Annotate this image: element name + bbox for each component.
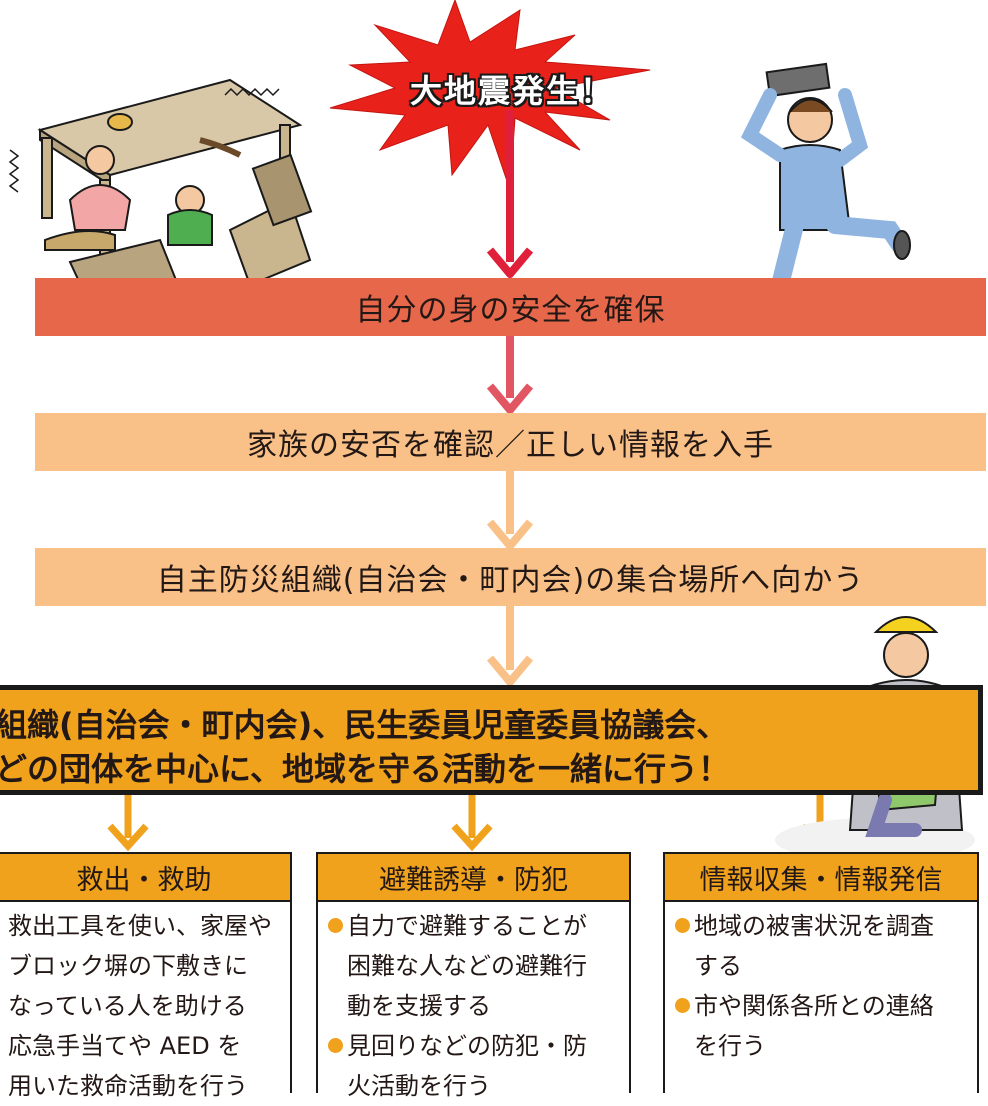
column-evacuation: 避難誘導・防犯 自力で避難することが 困難な人などの避難行 動を支援する 見回り…: [316, 852, 631, 1100]
list-item-line: 用いた救命活動を行う: [8, 1072, 248, 1100]
step-secure-safety-label: 自分の身の安全を確保: [355, 293, 666, 328]
family-under-table-illustration: [8, 78, 313, 307]
list-item: 市や関係各所との連絡 を行う: [675, 986, 971, 1066]
column-rescue: 救出・救助 救出工具を使い、家屋や ブロック塀の下敷きに なっている人を助ける …: [0, 852, 292, 1100]
step-gathering-label: 自主防災組織(自治会・町内会)の集合場所へ向かう: [156, 563, 865, 598]
list-item-line: 市や関係各所との連絡: [694, 992, 934, 1020]
running-businessman-illustration: [740, 62, 911, 301]
list-item: 救出工具を使い、家屋や ブロック塀の下敷きに なっている人を助ける: [8, 906, 284, 1026]
step-confirm-family-label: 家族の安否を確認／正しい情報を入手: [247, 428, 774, 463]
list-item-line: 自力で避難することが: [347, 912, 587, 940]
bullet-icon: [328, 1038, 343, 1053]
list-item: 地域の被害状況を調査 する: [675, 906, 971, 986]
cooperation-line-1: 組織(自治会・町内会)、民生委員児童委員協議会、: [0, 706, 729, 744]
bullet-icon: [328, 918, 343, 933]
column-rescue-body: 救出工具を使い、家屋や ブロック塀の下敷きに なっている人を助ける 応急手当てや…: [0, 902, 290, 1106]
list-item-line: する: [694, 952, 742, 980]
list-item: 見回りなどの防犯・防 火活動を行う: [328, 1026, 623, 1106]
column-evacuation-title: 避難誘導・防犯: [318, 854, 629, 902]
earthquake-alert-label: 大地震発生！: [410, 72, 615, 110]
column-rescue-title: 救出・救助: [0, 854, 290, 902]
step-secure-safety: 自分の身の安全を確保: [35, 278, 986, 336]
list-item-line: 火活動を行う: [347, 1072, 491, 1100]
list-item-line: 見回りなどの防犯・防: [347, 1032, 587, 1060]
list-item: 自力で避難することが 困難な人などの避難行 動を支援する: [328, 906, 623, 1026]
column-information-body: 地域の被害状況を調査 する 市や関係各所との連絡 を行う: [665, 902, 977, 1066]
cooperation-line-2: どの団体を中心に、地域を守る活動を一緒に行う！: [0, 750, 731, 788]
list-item-line: 救出工具を使い、家屋や: [8, 912, 272, 940]
bullet-icon: [675, 918, 690, 933]
step-confirm-family: 家族の安否を確認／正しい情報を入手: [35, 413, 986, 471]
cooperation-box: 組織(自治会・町内会)、民生委員児童委員協議会、 どの団体を中心に、地域を守る活…: [0, 685, 983, 795]
list-item: 応急手当てや AED を 用いた救命活動を行う: [8, 1026, 284, 1106]
list-item-line: 応急手当てや AED を: [8, 1032, 242, 1060]
bullet-icon: [675, 998, 690, 1013]
list-item-line: を行う: [694, 1032, 766, 1060]
list-item-line: 困難な人などの避難行: [347, 952, 587, 980]
column-evacuation-body: 自力で避難することが 困難な人などの避難行 動を支援する 見回りなどの防犯・防 …: [318, 902, 629, 1106]
list-item-line: ブロック塀の下敷きに: [8, 952, 248, 980]
step-go-to-gathering-place: 自主防災組織(自治会・町内会)の集合場所へ向かう: [35, 548, 986, 606]
list-item-line: なっている人を助ける: [8, 992, 247, 1020]
list-item-line: 地域の被害状況を調査: [694, 912, 934, 940]
column-information-title: 情報収集・情報発信: [665, 854, 977, 902]
column-information: 情報収集・情報発信 地域の被害状況を調査 する 市や関係各所との連絡 を行う: [663, 852, 979, 1093]
list-item-line: 動を支援する: [347, 992, 491, 1020]
